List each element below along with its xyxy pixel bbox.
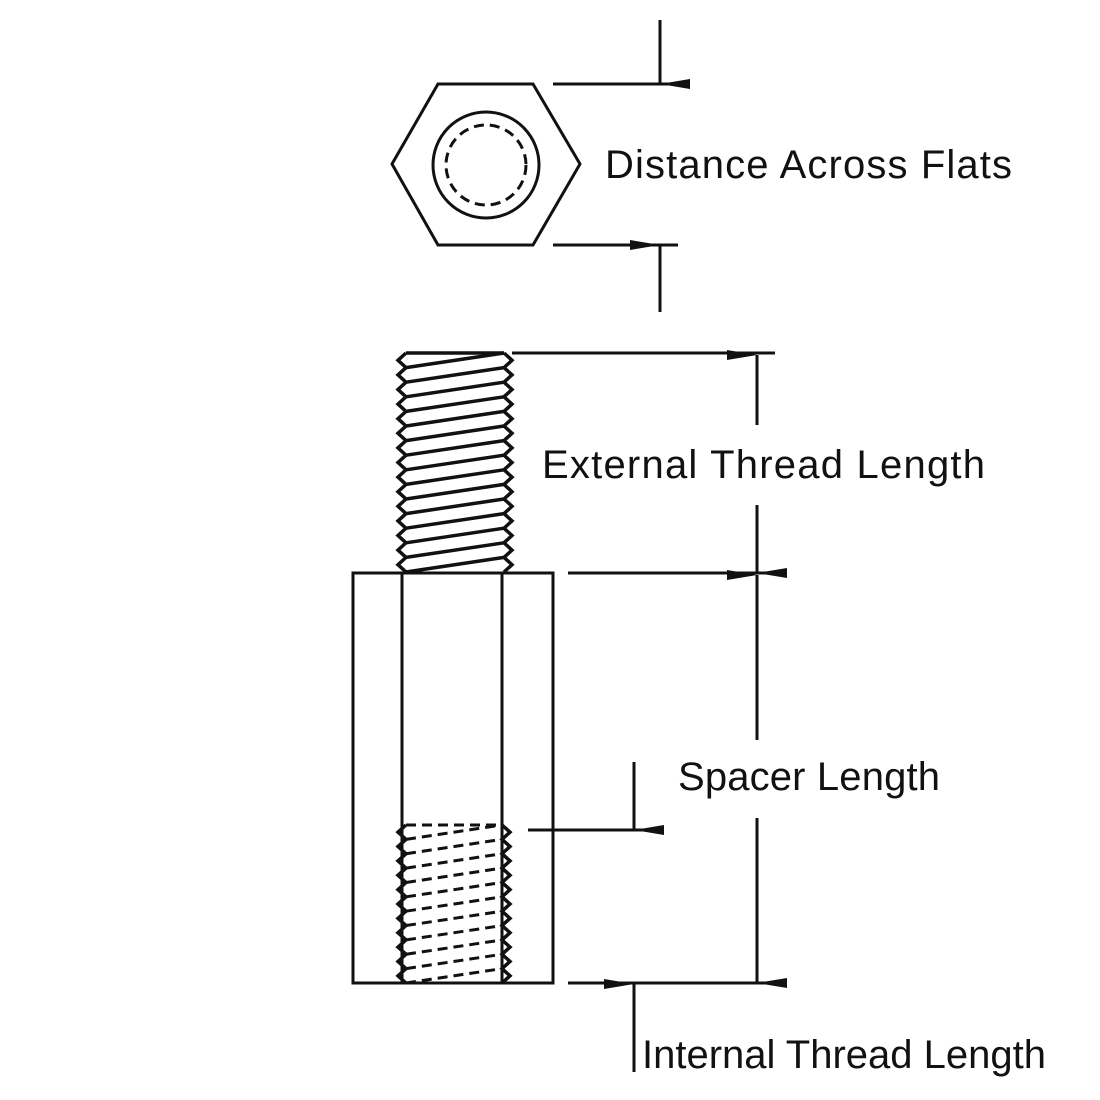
internal-thread-dimension: [528, 762, 664, 1072]
thread-helix-line: [405, 555, 505, 574]
label-internal-thread-length: Internal Thread Length: [642, 1033, 1046, 1077]
thread-helix-line: [405, 395, 505, 414]
thread-left-edge: [395, 823, 409, 985]
thread-helix-line: [405, 852, 503, 870]
flats-dimension: [553, 20, 690, 312]
spacer-dimension: [568, 570, 787, 988]
thread-helix-line: [405, 409, 505, 428]
thread-right-edge: [499, 823, 513, 985]
external-thread: [395, 351, 515, 574]
thread-helix-line: [405, 938, 503, 956]
thread-helix-line: [405, 909, 503, 928]
thread-helix-line: [405, 924, 503, 942]
thread-left-edge: [395, 351, 409, 574]
thread-helix-line: [405, 837, 503, 856]
thread-helix-line: [405, 880, 503, 899]
thread-helix-line: [405, 866, 503, 884]
label-external-thread-length: External Thread Length: [542, 443, 985, 487]
thread-helix-line: [405, 967, 503, 985]
thread-helix-line: [405, 453, 505, 472]
thread-helix-line: [405, 438, 505, 457]
thread-helix-line: [405, 424, 505, 443]
thread-helix-line: [405, 895, 503, 913]
label-distance-across-flats: Distance Across Flats: [605, 143, 1012, 187]
thread-right-edge: [501, 351, 515, 574]
thread-helix-line: [405, 541, 505, 560]
thread-helix-line: [405, 511, 505, 530]
spacer-body: [351, 571, 555, 985]
internal-thread: [395, 823, 513, 985]
hex-top-view: [390, 82, 582, 247]
thread-helix-line: [405, 351, 505, 370]
thread-helix-line: [405, 497, 505, 516]
thread-helix-line: [405, 365, 505, 384]
thread-helix-line: [405, 526, 505, 545]
external-thread-dimension: [512, 350, 787, 578]
thread-helix-line: [405, 482, 505, 501]
thread-helix-line: [405, 380, 505, 399]
thread-helix-line: [405, 952, 503, 971]
thread-helix-line: [405, 823, 503, 841]
label-spacer-length: Spacer Length: [678, 755, 940, 799]
thread-helix-line: [405, 468, 505, 487]
